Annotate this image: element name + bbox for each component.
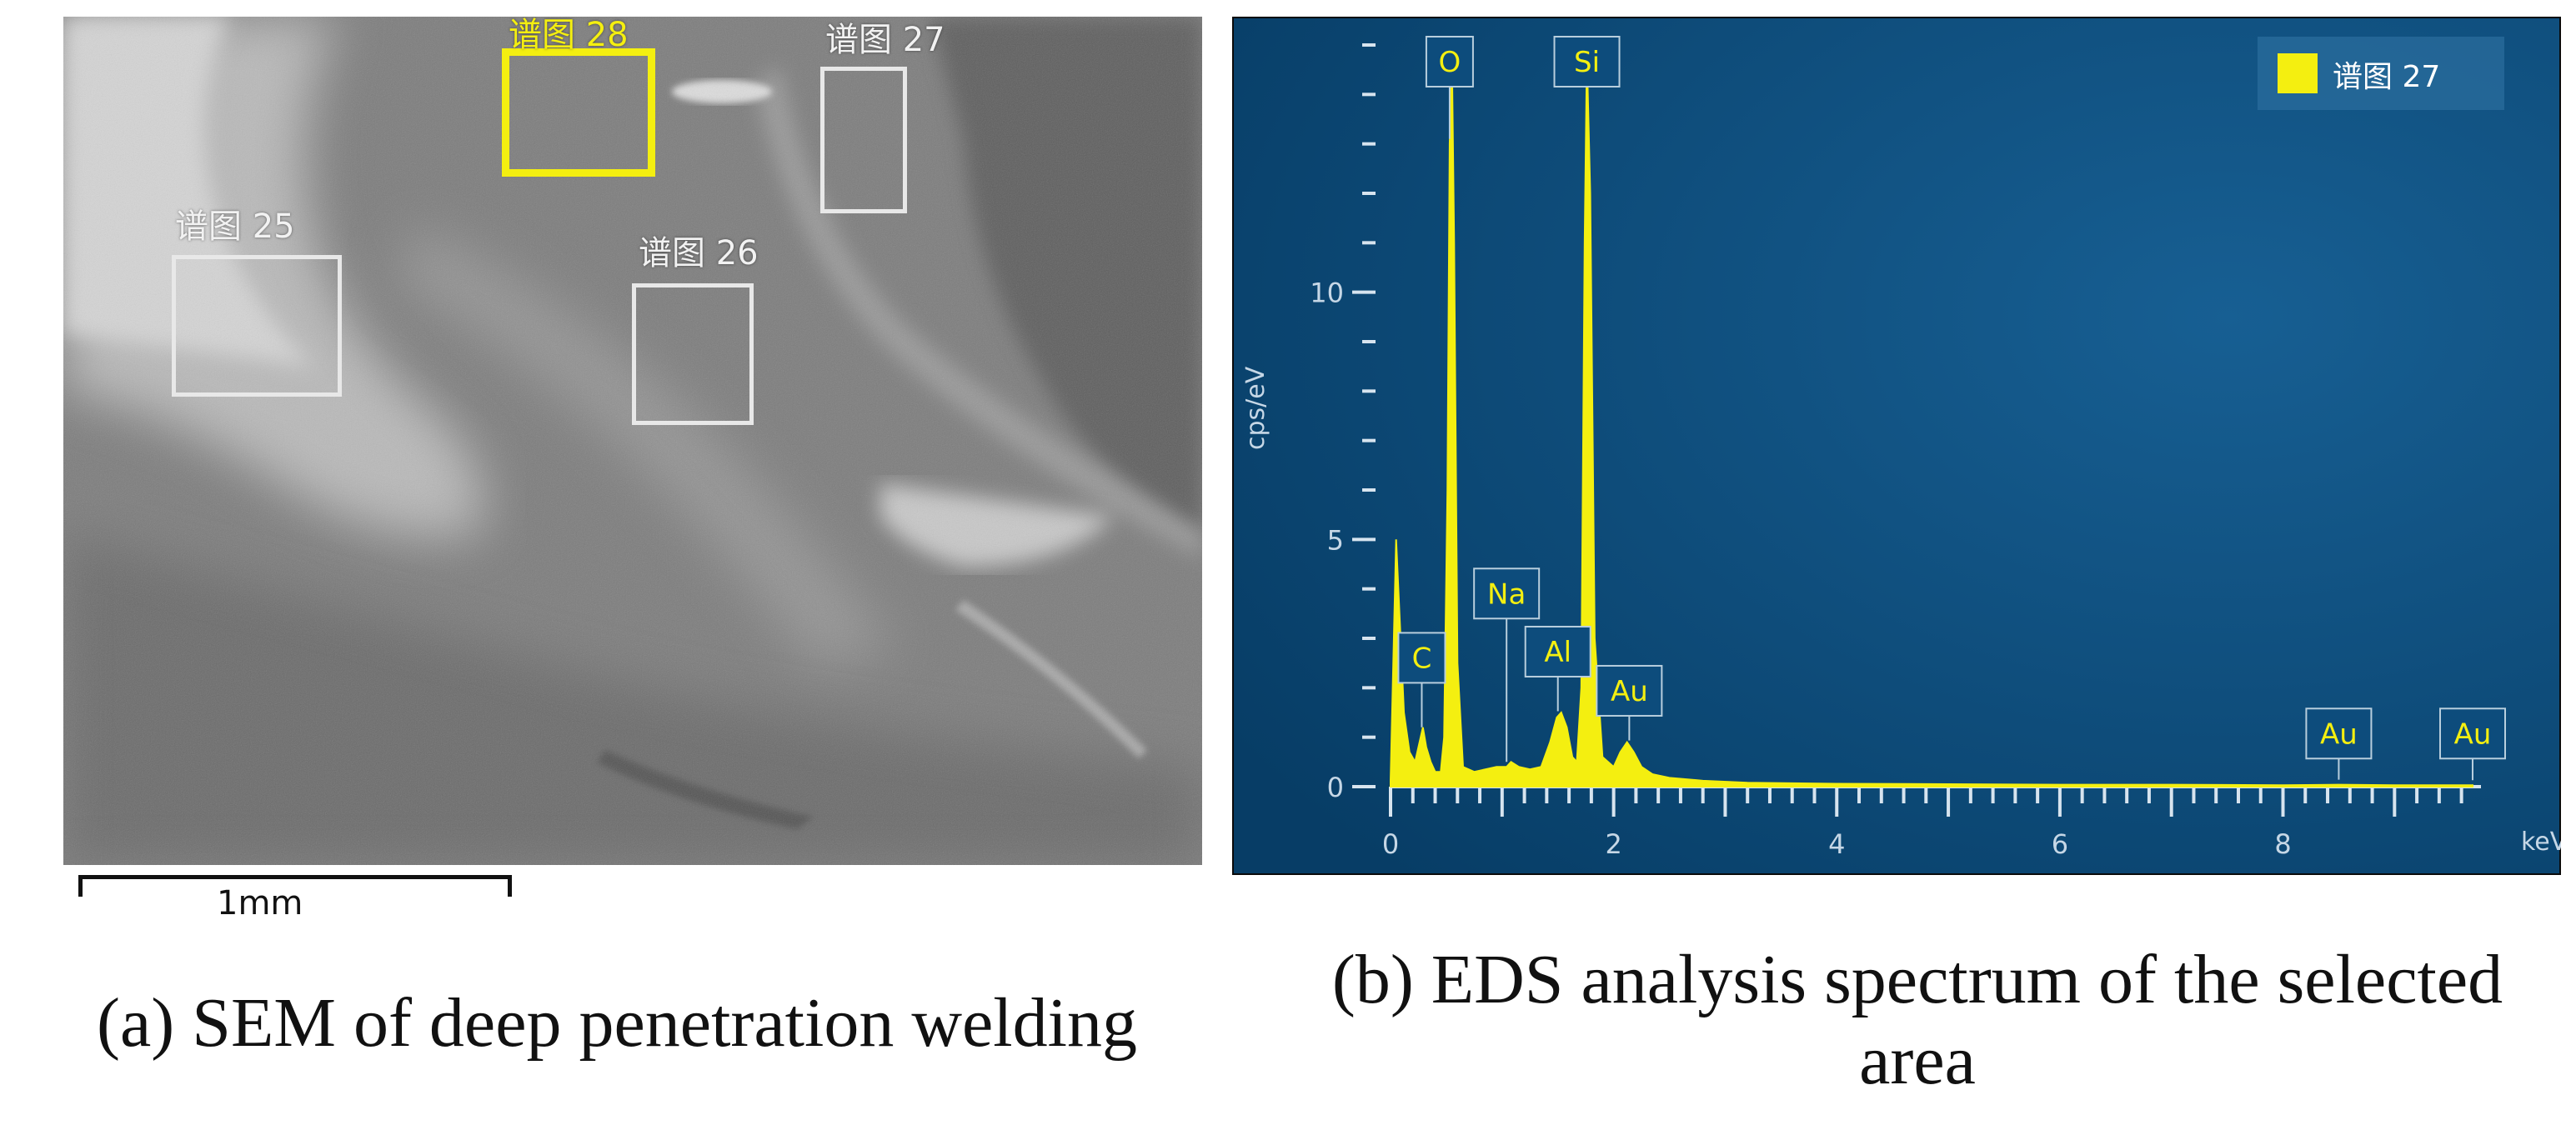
sem-region-28-label: 谱图 28 (509, 17, 629, 54)
caption-b: (b) EDS analysis spectrum of the selecte… (1331, 941, 2503, 1099)
peak-label-box (1425, 36, 1474, 88)
caption-a: (a) SEM of deep penetration welding (97, 984, 1137, 1062)
peak-label-o: O (1439, 46, 1461, 79)
y-tick-label: 0 (1327, 772, 1344, 803)
peak-label-al: Al (1544, 636, 1571, 669)
legend-label: 谱图 27 (2333, 60, 2440, 94)
peak-label-na: Na (1487, 578, 1526, 611)
peak-label-box (1524, 625, 1591, 678)
peak-label-box (1553, 36, 1621, 88)
spectrum-series-area (1390, 54, 2473, 788)
sem-region-27-label: 谱图 27 (825, 21, 945, 59)
sem-region-25[interactable] (172, 255, 342, 397)
peak-label-au: Au (1611, 675, 1648, 708)
x-tick-label: 0 (1382, 828, 1399, 860)
legend-swatch (2278, 53, 2318, 93)
x-tick-label: 4 (1828, 828, 1845, 860)
peak-label-au: Au (2320, 718, 2358, 751)
sem-region-27[interactable] (820, 67, 907, 213)
peak-label-box (2305, 708, 2373, 760)
sem-image: 谱图 25 谱图 26 谱图 27 谱图 28 (63, 17, 1202, 865)
x-tick-label: 2 (1605, 828, 1621, 860)
sem-region-26[interactable] (632, 283, 754, 425)
peak-label-c: C (1412, 642, 1432, 675)
peak-label-box (1397, 632, 1446, 684)
peak-label-si: Si (1574, 46, 1600, 79)
peak-label-box (1596, 664, 1663, 717)
y-axis-label: cps/eV (1241, 366, 1270, 450)
x-tick-label: 6 (2052, 828, 2068, 860)
peak-label-au: Au (2454, 718, 2492, 751)
x-axis-label: keV (2521, 828, 2561, 857)
y-tick-label: 5 (1327, 524, 1344, 556)
sem-region-25-label: 谱图 25 (175, 208, 295, 246)
y-tick-label: 10 (1310, 278, 1344, 309)
scale-bar-label: 1mm (217, 884, 303, 922)
sem-micrograph (63, 17, 1202, 865)
legend: 谱图 27 (2258, 37, 2504, 110)
peak-label-box (1473, 568, 1541, 620)
x-tick-label: 8 (2274, 828, 2291, 860)
peak-label-box (2439, 708, 2506, 760)
sem-region-26-label: 谱图 26 (639, 234, 759, 272)
scale-bar (78, 875, 512, 897)
sem-region-28-selected[interactable] (502, 48, 655, 177)
